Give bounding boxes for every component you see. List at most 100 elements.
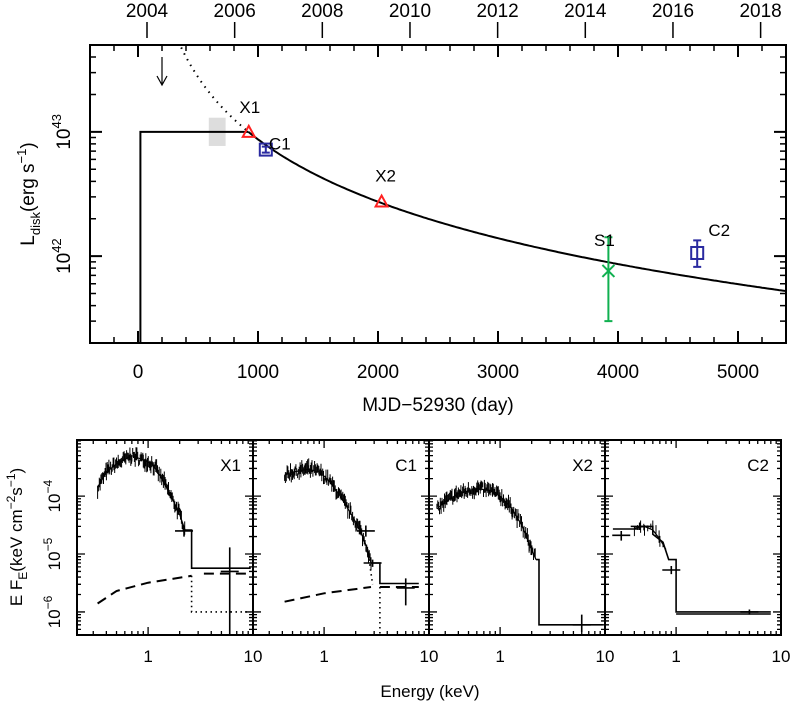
y-tick-label: 1042: [49, 238, 75, 274]
x-tick-label: 1: [143, 647, 152, 666]
spectrum-panel-C2: C2 1 10: [604, 439, 791, 666]
spectra-y-label-exp1: −2: [4, 495, 18, 509]
y-tick-label: 10−4: [41, 479, 64, 512]
spectrum-panel-X2: X2 1 10: [428, 439, 615, 666]
x-tick-label: 1: [671, 647, 680, 666]
x-tick-label: 3000: [477, 362, 519, 383]
binned-data-point: [740, 609, 759, 615]
y-tick-exp: −6: [41, 595, 55, 609]
error-bar-C2: [693, 239, 702, 268]
dotted-component: [366, 549, 374, 585]
dotted-component: [190, 575, 251, 613]
model-line: [536, 558, 603, 626]
spectra-y-label-unit: (keV cm: [7, 509, 26, 571]
error-bar-S1: [604, 236, 613, 323]
y-tick-exp: −4: [41, 479, 55, 493]
data-trace: [97, 454, 186, 531]
dashed-component: [284, 586, 372, 603]
model-decay-curve: [247, 131, 787, 293]
model-line: [184, 529, 251, 569]
year-tick-label: 2008: [301, 1, 343, 22]
y-tick-label: 10−6: [41, 595, 64, 628]
point-label-C2: C2: [708, 221, 730, 240]
y-label-unit: (erg s: [18, 163, 39, 212]
y-tick-text: 1042: [49, 238, 75, 274]
panel-label: C1: [395, 456, 417, 475]
spectra-y-label-mid: s: [7, 487, 26, 496]
model-plateau-line: [139, 130, 249, 343]
spectrum-panel-X1: X1 1 10: [76, 439, 263, 666]
panel-label: C2: [747, 456, 769, 475]
point-label-X1: X1: [239, 98, 260, 117]
point-label-X2: X2: [375, 167, 396, 186]
binned-data-point: [356, 525, 375, 537]
spectra-y-axis-label: E FE(keV cm−2s−1): [4, 468, 30, 606]
point-label-C1: C1: [269, 135, 291, 154]
spectra-y-label-exp2: −1: [4, 473, 18, 487]
y-tick-exp: 42: [49, 238, 64, 252]
binned-data-point: [630, 522, 649, 530]
y-tick-text: 10−6: [41, 595, 64, 628]
binned-data-point: [612, 530, 631, 541]
year-tick-label: 2010: [389, 1, 431, 22]
data-trace: [284, 468, 372, 564]
x-tick-label: 1000: [237, 362, 279, 383]
svg-text:E FE(keV cm−2s−1): E FE(keV cm−2s−1): [4, 468, 30, 606]
svg-text:Ldisk(erg s−1): Ldisk(erg s−1): [14, 142, 43, 245]
y-label-exp: −1: [14, 149, 29, 164]
spectra-y-label-close: ): [7, 468, 26, 474]
spectra-y-label-sub: E: [16, 572, 30, 580]
y-tick-label: 10−5: [41, 537, 64, 570]
year-tick-label: 2012: [476, 1, 518, 22]
binned-data-point: [363, 559, 382, 567]
y-label-main: L: [18, 235, 39, 246]
spectra-y-label-main: E F: [7, 580, 26, 606]
x-tick-label: 10: [244, 647, 263, 666]
y-label-sub: disk: [28, 212, 43, 236]
y-tick-text: 1043: [49, 114, 75, 150]
y-tick-text: 10−4: [41, 479, 64, 512]
model-line: [612, 525, 771, 613]
y-axis-label: Ldisk(erg s−1): [14, 142, 43, 245]
x-tick-label: 2000: [357, 362, 399, 383]
binned-data-point: [396, 578, 415, 606]
x-tick-label: 10: [596, 647, 615, 666]
model-line: [371, 562, 419, 585]
y-tick-base: 10: [54, 253, 75, 274]
panel-label: X1: [220, 456, 241, 475]
binned-data-point: [220, 547, 239, 635]
spectra-x-axis-label: Energy (keV): [380, 682, 479, 701]
binned-data-point: [662, 566, 681, 575]
year-tick-label: 2018: [739, 1, 781, 22]
year-tick-label: 2006: [214, 1, 256, 22]
point-X1: [241, 123, 257, 138]
point-label-S1: S1: [594, 231, 615, 250]
binned-data-point: [175, 525, 194, 537]
x-tick-label: 10: [420, 647, 439, 666]
y-tick-base: 10: [54, 129, 75, 150]
year-tick-label: 2016: [652, 1, 694, 22]
x-tick-label: 1: [495, 647, 504, 666]
binned-data-point: [572, 614, 591, 633]
y-tick-text: 10−5: [41, 537, 64, 570]
y-tick-exp: −5: [41, 537, 55, 551]
x-axis-label: MJD−52930 (day): [362, 395, 514, 416]
x-tick-label: 0: [133, 362, 144, 383]
panel-frame: [604, 439, 782, 636]
down-arrow-icon: [156, 57, 168, 87]
panel-label: X2: [572, 456, 593, 475]
error-bar-C1: [261, 145, 270, 154]
y-tick-label: 1043: [49, 114, 75, 150]
year-tick-label: 2014: [564, 1, 607, 22]
x-tick-label: 10: [772, 647, 791, 666]
point-C2: [690, 245, 705, 260]
x-tick-label: 4000: [597, 362, 639, 383]
y-tick-base: 10: [45, 493, 64, 512]
y-label-close: ): [18, 142, 39, 148]
